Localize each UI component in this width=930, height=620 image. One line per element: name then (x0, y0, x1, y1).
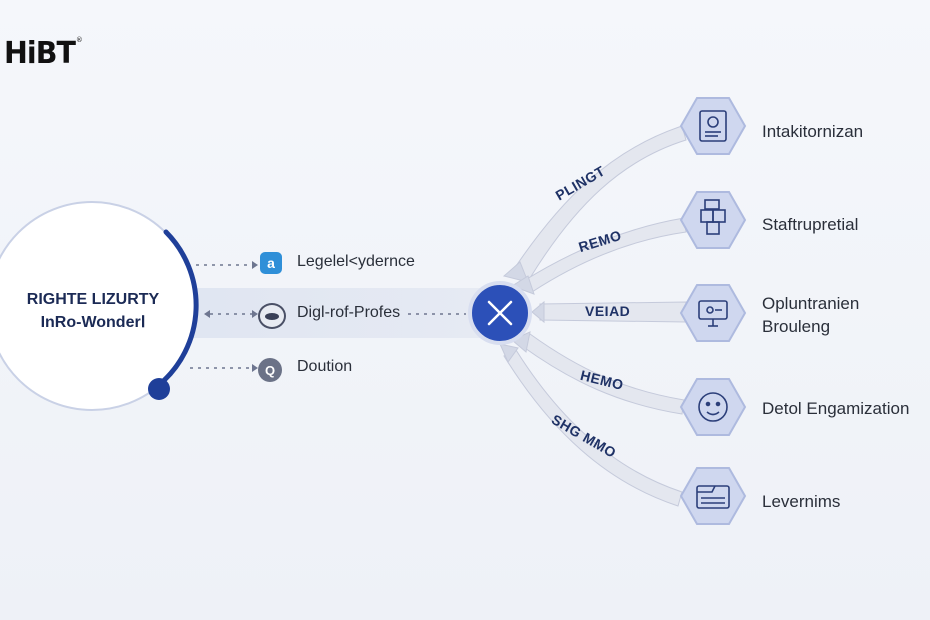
output-label-1: Intakitornizan (762, 120, 863, 143)
fan-arrowhead-5 (499, 343, 519, 364)
input-arrowhead-2b (252, 310, 258, 318)
input-arrowhead-1 (252, 261, 258, 269)
document-icon (699, 110, 727, 142)
output-label-5-line1: Levernims (762, 492, 841, 511)
logo: HiBT® (4, 36, 83, 71)
output-label-3-line2: Brouleng (762, 317, 831, 336)
fan-arrow-5 (503, 349, 683, 507)
cubes-icon (700, 199, 726, 235)
arrow-label-3: VEIAD (585, 303, 631, 319)
hub-progress-arc (157, 229, 199, 387)
output-label-3-line1: Opluntranien (762, 294, 860, 313)
search-icon: Q (258, 358, 282, 382)
input-arrowhead-3 (252, 364, 258, 372)
output-label-4-line1: Detol Engamization (762, 399, 910, 418)
logo-registered-mark: ® (75, 36, 83, 44)
fan-arrows (499, 125, 687, 507)
logo-text: HiBT (4, 36, 76, 71)
eye-pupil (265, 312, 279, 320)
letter-a-icon: a (260, 252, 282, 274)
output-label-3: Opluntranien Brouleng (762, 292, 859, 338)
fan-arrowhead-1 (502, 261, 529, 283)
input-label-3: Doution (297, 358, 353, 375)
hexagon-4 (679, 378, 747, 436)
hub-handle-dot (148, 378, 170, 400)
face-badge-icon (698, 392, 728, 422)
output-label-2: Staftrupretial (762, 213, 858, 236)
output-label-5: Levernims (762, 490, 840, 513)
hub-title: RIGHTE LIZURTY InRo-WonderⅠ (0, 288, 186, 334)
input-label-1: Legelel<ydernce (297, 253, 415, 270)
hub-title-line2: InRo-WonderⅠ (40, 314, 146, 331)
output-hexagons (679, 97, 747, 525)
hub-title-line1: RIGHTE LIZURTY (26, 291, 160, 308)
fan-arrowhead-3 (531, 300, 545, 324)
hexagon-5 (679, 467, 747, 525)
monitor-icon (698, 300, 728, 327)
hexagon-1 (679, 97, 747, 155)
eye-icon (258, 303, 286, 329)
output-label-4: Detol Engamization (762, 397, 909, 420)
fan-arrowhead-2 (510, 275, 535, 295)
input-arrowhead-2a (204, 310, 210, 318)
hexagon-3 (679, 284, 747, 342)
input-label-2: Digl-rof-Profes (297, 304, 401, 321)
output-label-2-line1: Staftrupretial (762, 215, 859, 234)
fan-arrow-4 (521, 333, 685, 415)
folder-icon (696, 485, 730, 509)
close-icon (487, 300, 513, 326)
output-label-1-line1: Intakitornizan (762, 122, 864, 141)
